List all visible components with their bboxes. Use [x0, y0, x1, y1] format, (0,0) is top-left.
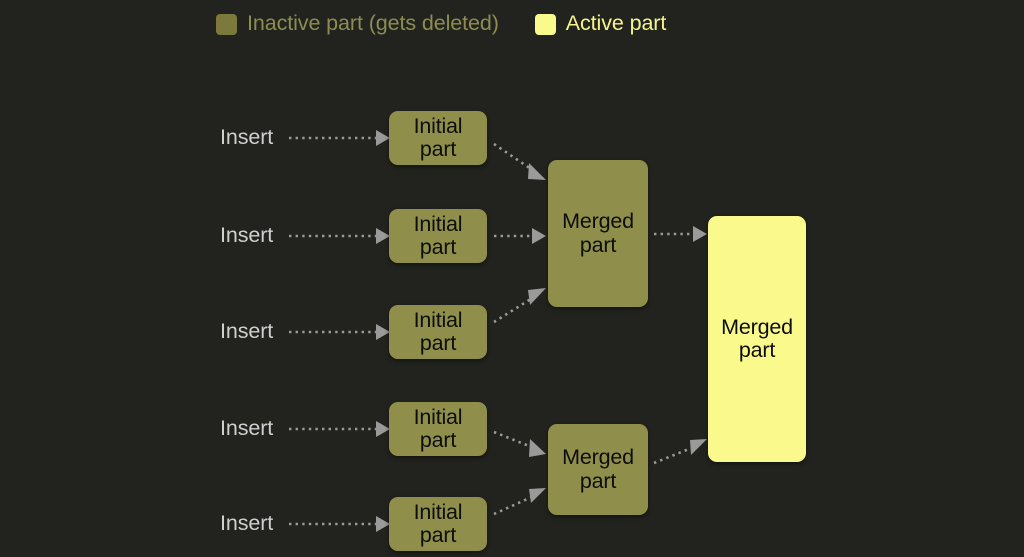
insert-label-2: Insert	[220, 223, 274, 247]
node-initial-part-5[interactable]: Initial part	[389, 497, 487, 551]
arrow-initial-4-to-merged-2	[493, 430, 546, 457]
insert-label-5: Insert	[220, 511, 274, 535]
node-merged-part-1-line2: part	[579, 232, 617, 257]
node-initial-part-5-line2: part	[419, 523, 457, 547]
arrow-merged-2-to-final	[653, 439, 707, 465]
arrow-initial-2-to-merged-1	[494, 228, 546, 244]
node-merged-part-2[interactable]: Merged part	[548, 424, 648, 515]
node-initial-part-4-line2: part	[419, 428, 457, 452]
node-initial-part-2-line1: Initial	[413, 211, 463, 236]
node-initial-part-3[interactable]: Initial part	[389, 305, 487, 359]
node-initial-part-4-line1: Initial	[413, 404, 463, 429]
arrow-merged-1-to-final	[654, 226, 707, 242]
node-initial-part-3-line1: Initial	[413, 307, 463, 332]
legend-item-active: Active part	[534, 11, 667, 36]
arrow-insert-4-to-initial-4	[289, 421, 390, 437]
arrow-initial-1-to-merged-1	[493, 142, 546, 180]
node-initial-part-1[interactable]: Initial part	[389, 111, 487, 165]
node-merged-part-2-line1: Merged	[562, 445, 634, 470]
legend-swatch-inactive-icon	[216, 13, 237, 35]
legend-label-inactive: Inactive part (gets deleted)	[247, 11, 499, 36]
node-merged-part-active-line2: part	[738, 338, 776, 362]
node-merged-part-1[interactable]: Merged part	[548, 160, 648, 307]
legend-label-active: Active part	[565, 11, 667, 36]
legend: Inactive part (gets deleted) Active part	[216, 9, 666, 39]
insert-label-4: Insert	[220, 416, 274, 440]
arrow-insert-2-to-initial-2	[289, 228, 390, 244]
node-initial-part-1-line2: part	[419, 137, 457, 161]
node-merged-part-active-line1: Merged	[721, 314, 793, 339]
insert-label-3: Insert	[220, 319, 274, 343]
arrow-insert-5-to-initial-5	[289, 516, 390, 532]
arrow-initial-5-to-merged-2	[493, 488, 546, 516]
node-initial-part-1-line1: Initial	[413, 113, 463, 138]
node-initial-part-2[interactable]: Initial part	[389, 209, 487, 263]
node-initial-part-5-line1: Initial	[413, 499, 463, 524]
node-merged-part-active[interactable]: Merged part	[708, 216, 806, 462]
node-initial-part-4[interactable]: Initial part	[389, 402, 487, 456]
legend-item-inactive: Inactive part (gets deleted)	[216, 13, 499, 35]
arrow-insert-1-to-initial-1	[289, 130, 390, 146]
node-initial-part-3-line2: part	[419, 331, 457, 355]
node-merged-part-1-line1: Merged	[562, 209, 634, 234]
node-merged-part-2-line2: part	[579, 468, 617, 493]
insert-label-1: Insert	[220, 125, 274, 149]
legend-swatch-active-icon	[534, 13, 556, 35]
node-initial-part-2-line2: part	[419, 235, 457, 259]
arrow-insert-3-to-initial-3	[289, 324, 390, 340]
arrow-initial-3-to-merged-1	[493, 288, 546, 324]
